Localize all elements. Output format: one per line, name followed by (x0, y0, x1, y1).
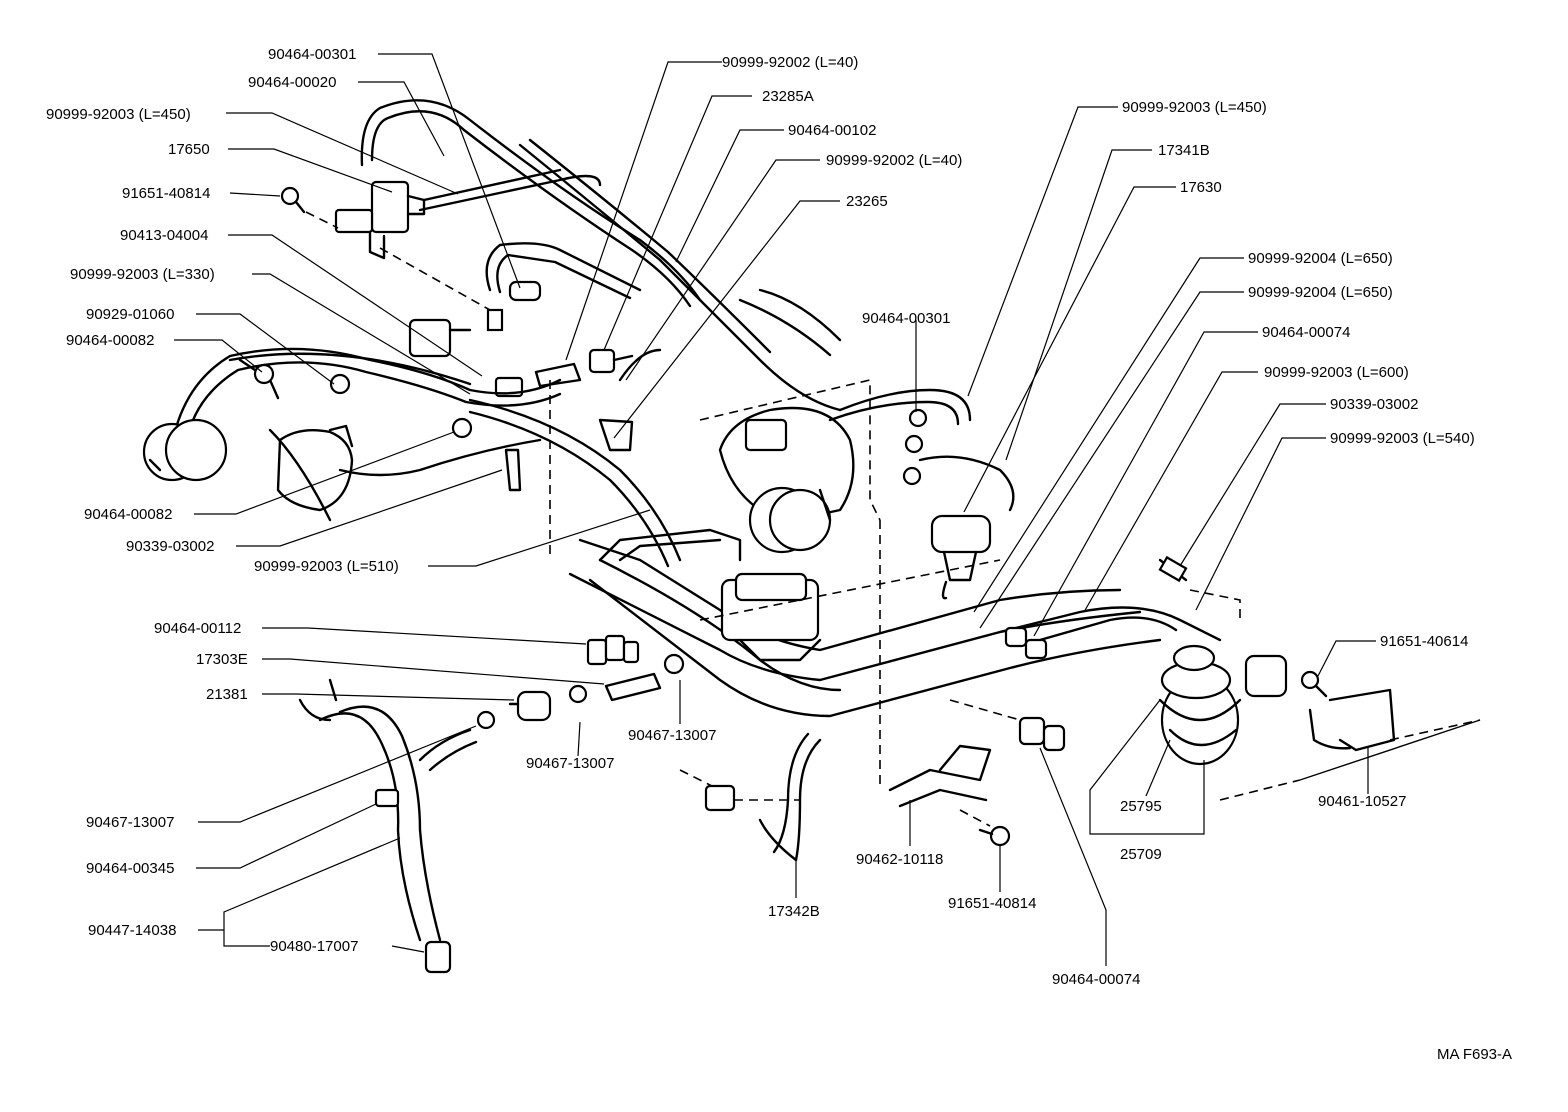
bracket-90461 (1300, 670, 1481, 752)
label-90462-10118: 90462-10118 (856, 851, 943, 868)
bolt-upper-left (280, 186, 339, 229)
label-21381: 21381 (206, 686, 248, 703)
hose-17342b (704, 732, 822, 862)
label-90999-92002-l40-b: 90999-92002 (L=40) (826, 152, 962, 169)
lower-centre-module (598, 528, 822, 662)
label-90999-92003-l510: 90999-92003 (L=510) (254, 558, 399, 575)
actuator-17630 (828, 388, 1015, 600)
label-90999-92003-l330: 90999-92003 (L=330) (70, 266, 215, 283)
label-90464-00020: 90464-00020 (248, 74, 336, 91)
label-23265: 23265 (846, 193, 888, 210)
label-90464-00102: 90464-00102 (788, 122, 876, 139)
label-90339-03002-right: 90339-03002 (1330, 396, 1418, 413)
label-90999-92004-l650-b: 90999-92004 (L=650) (1248, 284, 1393, 301)
label-90464-00301-mid: 90464-00301 (862, 310, 950, 327)
lower-left-hose (298, 678, 478, 974)
label-90467-13007-b: 90467-13007 (526, 755, 614, 772)
leader-lines (174, 53, 1376, 966)
label-90464-00074-upper: 90464-00074 (1262, 324, 1350, 341)
label-90339-03002-left: 90339-03002 (126, 538, 214, 555)
main-sweep-pipe (468, 398, 1162, 718)
label-90464-00074-lower: 90464-00074 (1052, 971, 1140, 988)
label-90929-01060: 90929-01060 (86, 306, 174, 323)
label-90999-92002-l40-a: 90999-92002 (L=40) (722, 54, 858, 71)
label-90999-92003-l600: 90999-92003 (L=600) (1264, 364, 1409, 381)
label-90467-13007-a: 90467-13007 (628, 727, 716, 744)
part-labels: 90464-00301 90464-00020 90999-92003 (L=4… (46, 46, 1512, 1063)
right-hoses (998, 555, 1241, 660)
label-90464-00082-lower: 90464-00082 (84, 506, 172, 523)
label-90464-00345: 90464-00345 (86, 860, 174, 877)
label-90464-00112: 90464-00112 (154, 620, 241, 637)
label-90999-92004-l650-a: 90999-92004 (L=650) (1248, 250, 1393, 267)
label-90413-04004: 90413-04004 (120, 227, 208, 244)
label-17341b: 17341B (1158, 142, 1210, 159)
dashed-guides (549, 380, 1481, 827)
label-90999-92003-l450-left: 90999-92003 (L=450) (46, 106, 191, 123)
vsv-17650 (334, 180, 426, 260)
label-17630: 17630 (1180, 179, 1222, 196)
drawing-code: MA F693-A (1437, 1046, 1512, 1063)
label-25709: 25709 (1120, 846, 1162, 863)
label-25795: 25795 (1120, 798, 1162, 815)
left-throttle-body (142, 347, 562, 522)
centre-canister (699, 378, 881, 554)
lower-clamps (476, 634, 685, 730)
centre-left-components (379, 247, 662, 492)
label-90999-92003-l540: 90999-92003 (L=540) (1330, 430, 1475, 447)
label-17650: 17650 (168, 141, 210, 158)
label-23285a: 23285A (762, 88, 814, 105)
label-90461-10527: 90461-10527 (1318, 793, 1406, 810)
label-90999-92003-l450-right: 90999-92003 (L=450) (1122, 99, 1267, 116)
label-90480-17007: 90480-17007 (270, 938, 358, 955)
label-90467-13007-c: 90467-13007 (86, 814, 174, 831)
parts-artwork (142, 99, 1481, 974)
label-91651-40814-upper: 91651-40814 (122, 185, 210, 202)
label-17303e: 17303E (196, 651, 248, 668)
label-90464-00082-upper: 90464-00082 (66, 332, 154, 349)
label-91651-40614: 91651-40614 (1380, 633, 1468, 650)
label-91651-40814-lower: 91651-40814 (948, 895, 1036, 912)
label-17342b: 17342B (768, 903, 820, 920)
bracket-90462 (888, 744, 1011, 847)
label-90464-00301-upper: 90464-00301 (268, 46, 356, 63)
egr-valve (1158, 644, 1288, 766)
clip-90464-00074-lower (1018, 716, 1066, 752)
label-90447-14038: 90447-14038 (88, 922, 176, 939)
upper-hoses (360, 99, 842, 412)
